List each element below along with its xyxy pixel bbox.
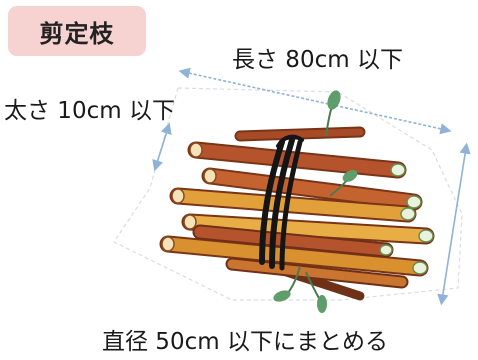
branches-middle [159,187,435,277]
diameter-limit-label: 直径 50cm 以下にまとめる [102,329,388,355]
thickness-limit-label: 太さ 10cm 以下 [4,98,175,124]
category-label: 剪定枝 [39,19,115,48]
branches-front [192,224,409,289]
diameter-outline [113,87,463,301]
diameter-arrow [437,142,471,306]
category-badge: 剪定枝 [8,6,146,56]
leaves [273,90,358,313]
length-arrow [178,67,452,135]
length-limit-label: 長さ 80cm 以下 [232,47,403,73]
twine-tie-icon [259,134,304,271]
thickness-arrow [152,122,172,172]
cut-ends [161,142,434,275]
